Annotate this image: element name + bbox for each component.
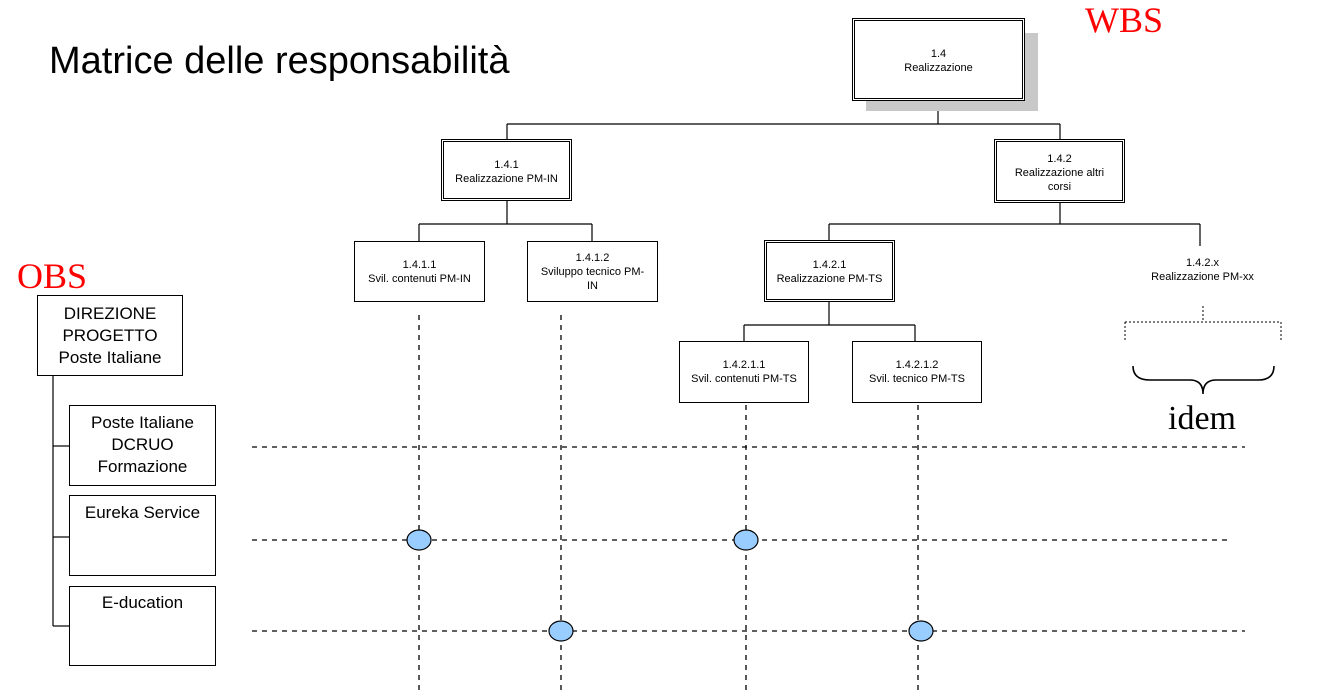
obs-line: E-ducation [101,593,184,612]
obs-line: DIREZIONE [63,304,157,323]
node-label: Realizzazione PM-xx [1151,271,1254,283]
marker-eureka-14211 [733,529,759,551]
node-code: 1.4.1 [494,159,519,171]
obs-line: PROGETTO [62,326,158,345]
marker-eureka-1411 [406,529,432,551]
node-code: 1.4.1.1 [402,259,437,271]
obs-direzione-progetto: DIREZIONE PROGETTO Poste Italiane [37,295,183,376]
node-code: 1.4.2.1.2 [895,359,939,371]
node-label: Realizzazione PM-IN [455,173,558,185]
node-code: 1.4.2.x [1185,257,1220,269]
wbs-node-1-4-2-1: 1.4.2.1 Realizzazione PM-TS [764,240,895,302]
wbs-node-1-4: 1.4 Realizzazione [852,18,1025,101]
wbs-node-1-4-2-x: 1.4.2.x Realizzazione PM-xx [1135,256,1270,290]
obs-education: E-ducation [69,586,216,666]
node-code: 1.4.2.1.1 [722,359,766,371]
wbs-node-1-4-2: 1.4.2 Realizzazione altri corsi [994,139,1125,203]
node-label: Svil. contenuti PM-TS [691,373,797,385]
node-label: corsi [1047,181,1072,193]
node-label: Svil. contenuti PM-IN [368,273,471,285]
wbs-node-1-4-1-2: 1.4.1.2 Sviluppo tecnico PM- IN [527,241,658,302]
node-label: IN [587,280,598,292]
obs-line: Poste Italiane [90,413,194,432]
wbs-node-1-4-1: 1.4.1 Realizzazione PM-IN [441,139,572,201]
node-label: Realizzazione PM-TS [776,273,883,285]
obs-line: Eureka Service [84,503,201,522]
page-title: Matrice delle responsabilità [49,40,510,82]
node-code: 1.4.1.2 [575,252,610,264]
marker-education-14212 [908,620,934,642]
node-code: 1.4 [930,48,947,60]
idem-label: idem [1168,400,1236,437]
marker-education-1412 [548,620,574,642]
node-label: Sviluppo tecnico PM- [540,266,645,278]
node-label: Svil. tecnico PM-TS [869,373,965,385]
wbs-tag: WBS [1085,0,1164,40]
wbs-node-1-4-2-1-1: 1.4.2.1.1 Svil. contenuti PM-TS [679,341,809,403]
node-label: Realizzazione altri [1014,167,1105,179]
node-code: 1.4.2 [1047,153,1072,165]
wbs-node-1-4-1-1: 1.4.1.1 Svil. contenuti PM-IN [354,241,485,302]
node-label: Realizzazione [904,62,973,74]
obs-tag: OBS [17,256,88,296]
obs-eureka-service: Eureka Service [69,495,216,576]
node-code: 1.4.2.1 [812,259,847,271]
obs-line: DCRUO [111,435,174,454]
obs-poste-dcruo: Poste Italiane DCRUO Formazione [69,405,216,486]
obs-line: Formazione [97,457,188,476]
wbs-node-1-4-2-1-2: 1.4.2.1.2 Svil. tecnico PM-TS [852,341,982,403]
obs-line: Poste Italiane [58,348,162,367]
